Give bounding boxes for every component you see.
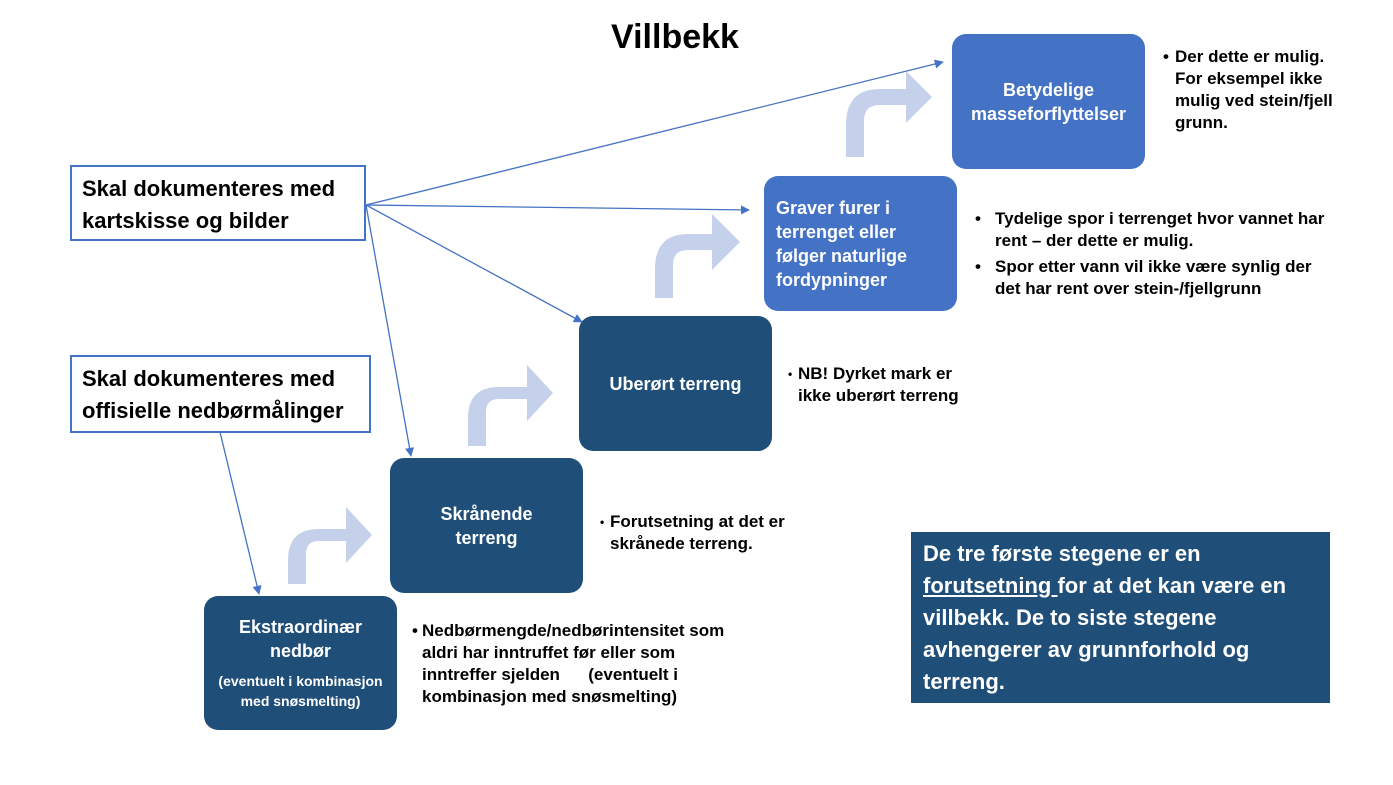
doc-box-precipitation: Skal dokumenteres med offisielle nedbørm…	[70, 355, 371, 433]
note-step-4-text-1: Tydelige spor i terrenget hvor vannet ha…	[995, 209, 1325, 250]
connector-to-step1	[219, 431, 262, 595]
step-arrow-icon-3	[655, 214, 740, 298]
connector-to-step3	[365, 204, 583, 323]
connector-to-step2	[365, 204, 415, 457]
summary-text-start: De tre første stegene er en	[923, 541, 1201, 566]
note-step-1-text: Nedbørmengde/nedbørintensitet som aldri …	[422, 621, 729, 706]
step-3-box: Uberørt terreng	[579, 316, 772, 451]
note-step-3-text: NB! Dyrket mark er ikke uberørt terreng	[798, 364, 959, 405]
note-step-2-text: Forutsetning at det er skrånede terreng.	[610, 512, 785, 553]
step-4-label: Graver furer i terrenget eller følger na…	[776, 197, 908, 290]
note-step-1: •Nedbørmengde/nedbørintensitet som aldri…	[412, 620, 742, 708]
step-1-box: Ekstraordinær nedbør (eventuelt i kombin…	[204, 596, 397, 730]
step-5-label: Betydelige masseforflyttelser	[970, 79, 1127, 124]
step-5-box: Betydelige masseforflyttelser	[952, 34, 1145, 169]
note-step-5: •Der dette er mulig. For eksempel ikke m…	[1163, 46, 1353, 134]
connector-to-step4	[365, 204, 750, 215]
doc-box-map-photos-text: Skal dokumenteres med kartskisse og bild…	[82, 176, 336, 233]
step-1-sublabel: (eventuelt i kombinasjon med snøsmelting…	[218, 673, 383, 709]
summary-text-end: for at det kan være en villbekk. De to s…	[923, 573, 1287, 694]
step-arrow-icon-4	[846, 71, 932, 157]
note-step-3: •NB! Dyrket mark er ikke uberørt terreng	[788, 363, 978, 407]
step-2-box: Skrånende terreng	[390, 458, 583, 593]
page-title: Villbekk	[611, 18, 739, 56]
doc-box-map-photos: Skal dokumenteres med kartskisse og bild…	[70, 165, 366, 241]
step-1-label: Ekstraordinær nedbør	[238, 617, 363, 661]
summary-text-underlined: forutsetning	[923, 573, 1058, 598]
step-arrow-icon-2	[468, 365, 553, 446]
step-3-label: Uberørt terreng	[609, 373, 742, 394]
doc-box-precipitation-text: Skal dokumenteres med offisielle nedbørm…	[82, 366, 344, 423]
step-arrow-icon-1	[288, 507, 372, 584]
summary-box: De tre første stegene er en forutsetning…	[911, 532, 1330, 703]
note-step-4: •Tydelige spor i terrenget hvor vannet h…	[975, 209, 1325, 298]
note-step-5-text: Der dette er mulig. For eksempel ikke mu…	[1175, 47, 1333, 132]
step-2-label: Skrånende terreng	[440, 503, 533, 548]
step-4-box: Graver furer i terrenget eller følger na…	[764, 176, 957, 311]
note-step-4-text-2: Spor etter vann vil ikke være synlig der…	[995, 257, 1312, 298]
note-step-2: •Forutsetning at det er skrånede terreng…	[600, 511, 810, 555]
connector-to-step5	[365, 59, 944, 206]
